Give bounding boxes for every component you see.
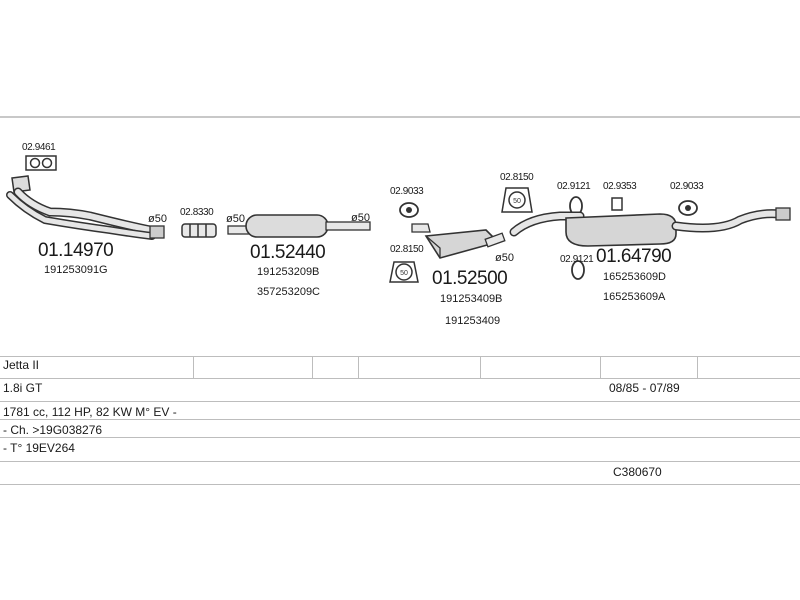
vehicle-model: Jetta II: [3, 358, 40, 372]
table-divider: [697, 356, 698, 378]
middle-silencer-diameter: ø50: [351, 212, 370, 224]
production-years: 08/85 - 07/89: [609, 381, 680, 395]
hanger-ring-code: 02.9121: [560, 254, 594, 265]
hanger-icon: [399, 202, 419, 218]
rear-silencer-ref-2: 191253409: [445, 315, 501, 327]
tail-silencer-icon: [509, 207, 791, 247]
middle-silencer-ref-1: 191253209B: [257, 266, 320, 278]
rubber-mount-code: 02.8150: [390, 244, 424, 255]
front-pipe-icon: [6, 175, 165, 240]
middle-silencer-code: 01.52440: [250, 242, 326, 263]
hanger-icon: [678, 200, 698, 216]
table-border: [0, 437, 800, 438]
rubber-mount-icon: 50: [501, 187, 533, 213]
svg-text:50: 50: [400, 270, 408, 277]
table-border: [0, 461, 800, 462]
hanger-ring-code: 02.9121: [557, 181, 591, 192]
table-divider: [600, 356, 601, 378]
middle-silencer-icon: [227, 214, 371, 238]
front-pipe-diameter: ø50: [148, 213, 167, 225]
hanger-code: 02.9033: [670, 181, 704, 192]
front-pipe-ref: 191253091G: [44, 264, 108, 276]
table-divider: [193, 356, 194, 378]
chassis-number: - Ch. >19G038276: [3, 423, 103, 437]
rubber-mount-icon: 50: [389, 261, 419, 283]
table-divider: [358, 356, 359, 378]
rear-silencer-diameter: ø50: [495, 252, 514, 264]
table-border: [0, 484, 800, 485]
tail-silencer-ref-2: 165253609A: [603, 291, 666, 303]
rear-silencer-icon: [411, 223, 506, 259]
engine-type: - T° 19EV264: [3, 441, 75, 455]
gasket-icon: [25, 155, 57, 171]
table-divider: [480, 356, 481, 378]
set-code: C380670: [613, 465, 662, 479]
engine-spec: 1781 cc, 112 HP, 82 KW M° EV -: [3, 405, 177, 419]
table-border: [0, 378, 800, 379]
clamp-code: 02.8330: [180, 207, 214, 218]
clamp-icon: [181, 223, 217, 238]
hanger-plate-icon: [611, 197, 623, 211]
engine-version: 1.8i GT: [3, 381, 43, 395]
exhaust-diagram: 50 50: [6, 155, 791, 283]
hanger-plate-code: 02.9353: [603, 181, 637, 192]
rear-silencer-code: 01.52500: [432, 268, 508, 289]
hanger-code: 02.9033: [390, 186, 424, 197]
hanger-ring-icon: [571, 260, 585, 280]
tail-silencer-ref-1: 165253609D: [603, 271, 667, 283]
table-divider: [312, 356, 313, 378]
gasket-code: 02.9461: [22, 142, 56, 153]
front-pipe-code: 01.14970: [38, 240, 114, 261]
table-border: [0, 419, 800, 420]
rear-silencer-ref-1: 191253409B: [440, 293, 503, 305]
table-border: [0, 401, 800, 402]
tail-silencer-code: 01.64790: [596, 246, 672, 267]
top-divider: [0, 116, 800, 118]
svg-text:50: 50: [513, 198, 521, 205]
rubber-mount-code: 02.8150: [500, 172, 534, 183]
table-border: [0, 356, 800, 357]
middle-silencer-ref-2: 357253209C: [257, 286, 321, 298]
clamp-diameter: ø50: [226, 213, 245, 225]
